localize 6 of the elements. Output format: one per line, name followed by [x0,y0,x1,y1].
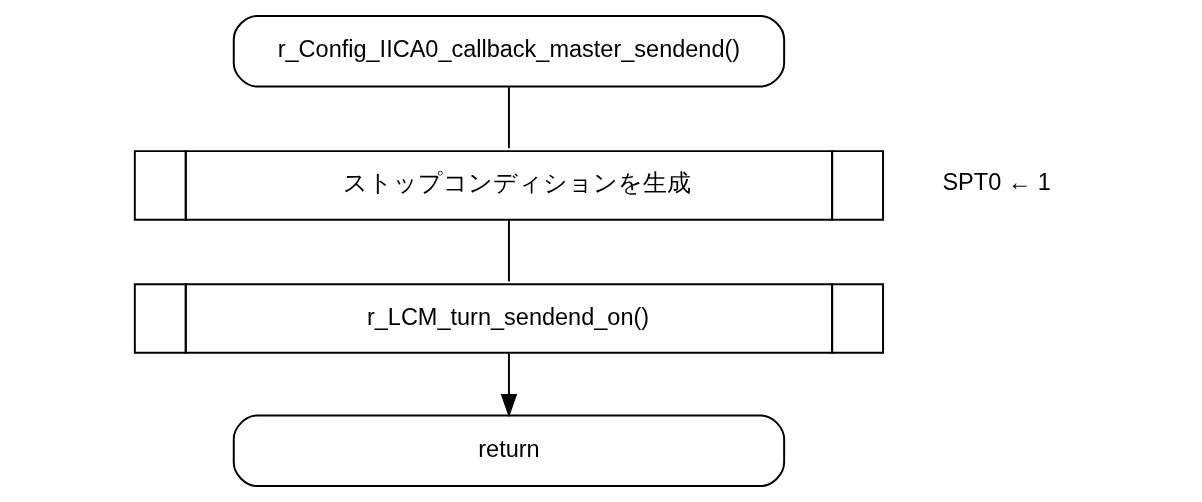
node-box: return [232,414,786,488]
connector [507,86,510,150]
node-label: SPT0 ← 1 [942,169,1051,196]
connector [507,219,510,283]
node-box: r_Config_IICA0_callback_master_sendend() [232,15,786,88]
arrow [500,352,518,418]
